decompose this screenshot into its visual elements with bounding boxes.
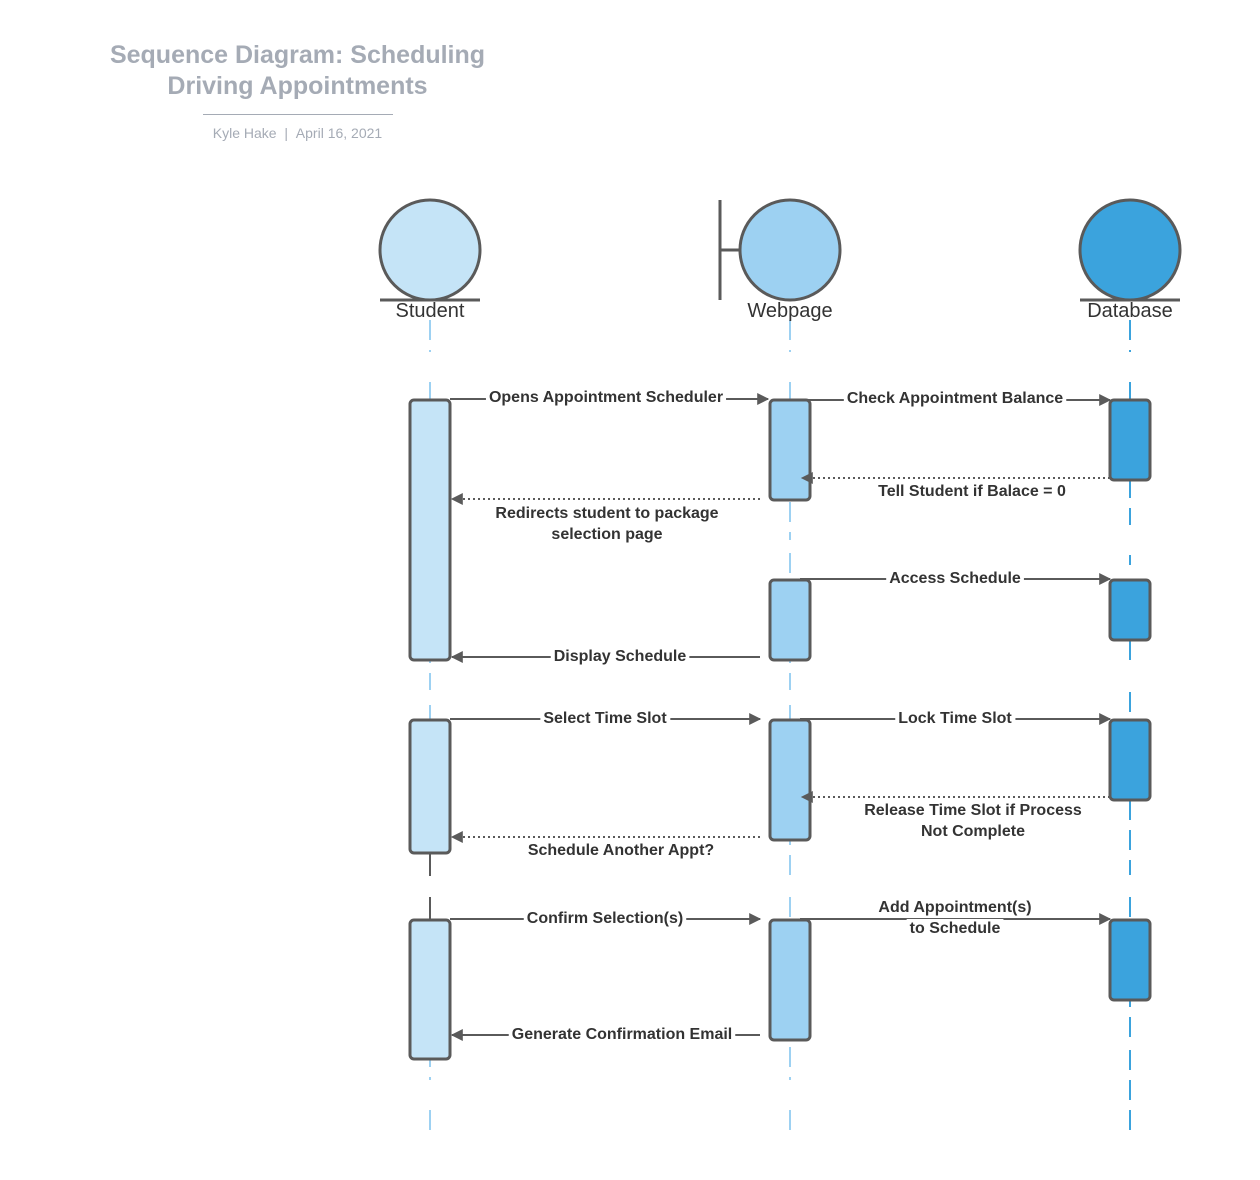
- message-label-backing: [895, 709, 1016, 728]
- activation-bar-student: [408, 398, 452, 662]
- message-redirects-student-to-package-selection-page: Redirects student to package selection pa…: [450, 493, 760, 543]
- activation-bar-webpage: [768, 398, 812, 502]
- diagram-title-line-1: Sequence Diagram: Scheduling: [109, 41, 486, 69]
- boundary-icon: [718, 198, 842, 302]
- activation-bar-database: [1108, 578, 1152, 642]
- message-access-schedule: Access Schedule: [800, 569, 1112, 588]
- message-label: Opens Appointment Scheduler: [489, 389, 723, 406]
- actor-database: Database: [1078, 198, 1182, 322]
- message-check-appointment-balance: Check Appointment Balance: [800, 389, 1112, 408]
- message-label: Schedule Another Appt?: [528, 842, 714, 859]
- message-label-backing: [508, 1025, 736, 1044]
- entity-icon: [378, 198, 482, 302]
- message-label: Lock Time Slot: [898, 710, 1012, 727]
- message-label: Redirects student to package: [495, 505, 718, 522]
- message-opens-appointment-scheduler: Opens Appointment Scheduler: [450, 388, 770, 407]
- message-label: selection page: [551, 526, 662, 543]
- activation-bar-webpage: [768, 578, 812, 662]
- message-lock-time-slot: Lock Time Slot: [800, 709, 1112, 728]
- date: April 16, 2021: [295, 125, 383, 141]
- message-generate-confirmation-email: Generate Confirmation Email: [450, 1025, 760, 1044]
- message-schedule-another-appt: Schedule Another Appt?: [450, 831, 760, 859]
- message-label: Access Schedule: [889, 570, 1021, 587]
- message-label: Release Time Slot if Process: [864, 802, 1082, 819]
- message-confirm-selection-s: Confirm Selection(s): [450, 909, 762, 928]
- message-tell-student-if-balace-0: Tell Student if Balace = 0: [800, 472, 1110, 500]
- activation-bar-webpage: [768, 718, 812, 842]
- message-label: Tell Student if Balace = 0: [878, 483, 1066, 500]
- message-label: Display Schedule: [554, 648, 687, 665]
- diagram-title-line-2: Driving Appointments: [167, 72, 428, 100]
- actor-label-student: Student: [396, 300, 465, 322]
- activation-bar-student: [408, 718, 452, 855]
- message-label-backing: [550, 647, 690, 666]
- message-label: Not Complete: [921, 823, 1025, 840]
- message-label: Generate Confirmation Email: [512, 1026, 733, 1043]
- byline: Kyle Hake | April 16, 2021: [90, 125, 505, 141]
- activation-bar-webpage: [768, 918, 812, 1042]
- message-label-backing: [886, 569, 1024, 588]
- actors: Student Webpage Database: [378, 198, 1182, 322]
- message-label: Add Appointment(s): [878, 899, 1031, 916]
- message-label-backing: [906, 919, 1004, 938]
- message-label-backing: [843, 389, 1067, 408]
- actor-student: Student: [378, 198, 482, 322]
- title-divider: [202, 114, 393, 115]
- message-display-schedule: Display Schedule: [450, 647, 760, 666]
- title-block: Sequence Diagram: Scheduling Driving App…: [90, 40, 505, 141]
- message-label: Select Time Slot: [543, 710, 667, 727]
- message-select-time-slot: Select Time Slot: [450, 709, 762, 728]
- actor-label-database: Database: [1087, 300, 1173, 322]
- message-add-appointment-s-to-schedule: Add Appointment(s) to Schedule: [800, 898, 1112, 938]
- message-label-backing: [485, 388, 727, 407]
- message-label-backing: [875, 898, 1035, 917]
- messages: Opens Appointment Scheduler Check Appoint…: [450, 388, 1112, 1044]
- actor-label-webpage: Webpage: [747, 300, 832, 322]
- message-label: Confirm Selection(s): [527, 910, 683, 927]
- activation-bar-database: [1108, 398, 1152, 482]
- actor-webpage: Webpage: [718, 198, 842, 322]
- activation-bar-student: [408, 918, 452, 1061]
- byline-separator: |: [284, 125, 289, 141]
- author: Kyle Hake: [212, 125, 277, 141]
- message-label: to Schedule: [910, 920, 1001, 937]
- activation-bar-database: [1108, 918, 1152, 1002]
- entity-icon: [1078, 198, 1182, 302]
- activation-bar-database: [1108, 718, 1152, 802]
- diagram-title: Sequence Diagram: Scheduling Driving App…: [90, 40, 505, 102]
- message-label-backing: [523, 909, 687, 928]
- message-label: Check Appointment Balance: [847, 390, 1063, 407]
- message-label-backing: [540, 709, 671, 728]
- activation-bars: [408, 398, 1152, 1061]
